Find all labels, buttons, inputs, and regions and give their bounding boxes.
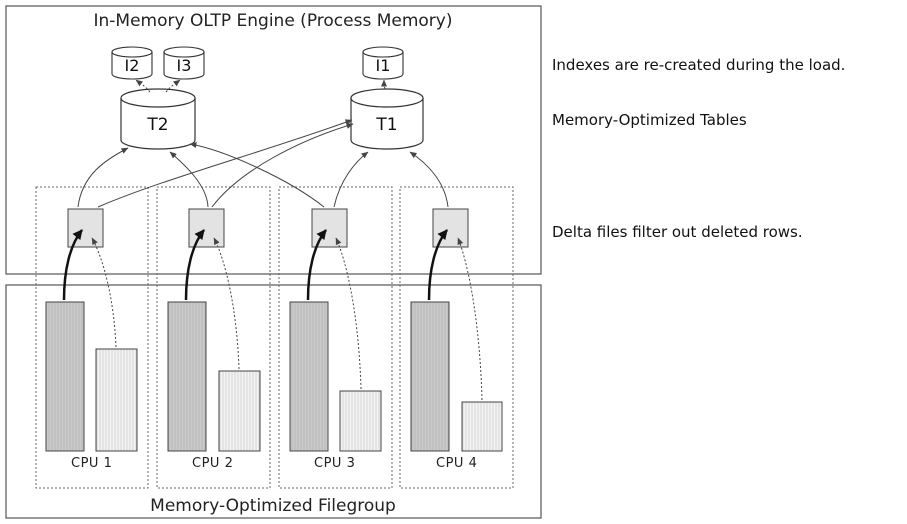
delta-filter-4 <box>432 208 469 248</box>
filter-arrow-3-t1 <box>333 151 369 208</box>
delta-file-1 <box>95 348 138 452</box>
index-i2-cylinder <box>111 46 153 80</box>
index-i3-cylinder <box>163 46 205 80</box>
filter-arrow-2-t2 <box>169 151 209 208</box>
engine-box <box>5 5 542 275</box>
cpu-column-2 <box>156 186 271 489</box>
annotation-tables: Memory-Optimized Tables <box>552 111 747 129</box>
engine-title: In-Memory OLTP Engine (Process Memory) <box>94 11 453 31</box>
annotation-delta: Delta files filter out deleted rows. <box>552 223 803 241</box>
filter-arrow-4-t1 <box>409 151 449 208</box>
delta-filter-1 <box>67 208 104 248</box>
cpu-column-3 <box>278 186 393 489</box>
delta-filter-2 <box>188 208 225 248</box>
index-i2-label: I2 <box>125 56 140 75</box>
delta-arrow-3 <box>335 237 362 390</box>
data-file-1 <box>45 301 85 452</box>
index-i3-label: I3 <box>177 56 192 75</box>
cpu-label-3: CPU 3 <box>314 456 355 471</box>
index-arrow-t1-i1 <box>381 79 388 90</box>
table-t2-cylinder <box>120 88 196 150</box>
delta-file-2 <box>218 370 261 452</box>
delta-file-4 <box>461 401 503 452</box>
delta-arrow-1 <box>91 237 117 348</box>
filter-arrow-2-t1 <box>211 123 354 208</box>
cpu-label-4: CPU 4 <box>436 456 477 471</box>
filter-arrow-3-t2 <box>189 142 325 208</box>
data-load-arrow-2 <box>184 229 205 301</box>
filegroup-box <box>5 284 542 519</box>
cpu-label-2: CPU 2 <box>192 456 233 471</box>
data-file-2 <box>167 301 207 452</box>
cpu-label-1: CPU 1 <box>71 456 112 471</box>
delta-arrow-4 <box>457 237 483 401</box>
index-i1-label: I1 <box>376 56 391 75</box>
filter-arrow-1-t1 <box>97 119 353 208</box>
annotation-indexes: Indexes are re-created during the load. <box>552 56 845 74</box>
delta-filter-3 <box>311 208 348 248</box>
table-t1-cylinder <box>350 88 424 150</box>
delta-arrow-2 <box>213 237 240 370</box>
data-load-arrow-1 <box>62 229 83 301</box>
filter-arrow-1-t2 <box>77 147 129 208</box>
data-file-3 <box>289 301 329 452</box>
cpu-column-4 <box>399 186 514 489</box>
cpu-column-1 <box>35 186 149 489</box>
filegroup-title: Memory-Optimized Filegroup <box>150 496 396 516</box>
table-t1-label: T1 <box>375 115 397 135</box>
delta-file-3 <box>339 390 382 452</box>
index-i1-cylinder <box>362 46 404 80</box>
data-load-arrow-3 <box>306 229 327 301</box>
index-arrow-t2-i2 <box>135 79 151 93</box>
data-load-arrow-4 <box>427 229 448 301</box>
table-t2-label: T2 <box>146 115 168 135</box>
data-file-4 <box>410 301 450 452</box>
index-arrow-t2-i3 <box>165 79 181 93</box>
